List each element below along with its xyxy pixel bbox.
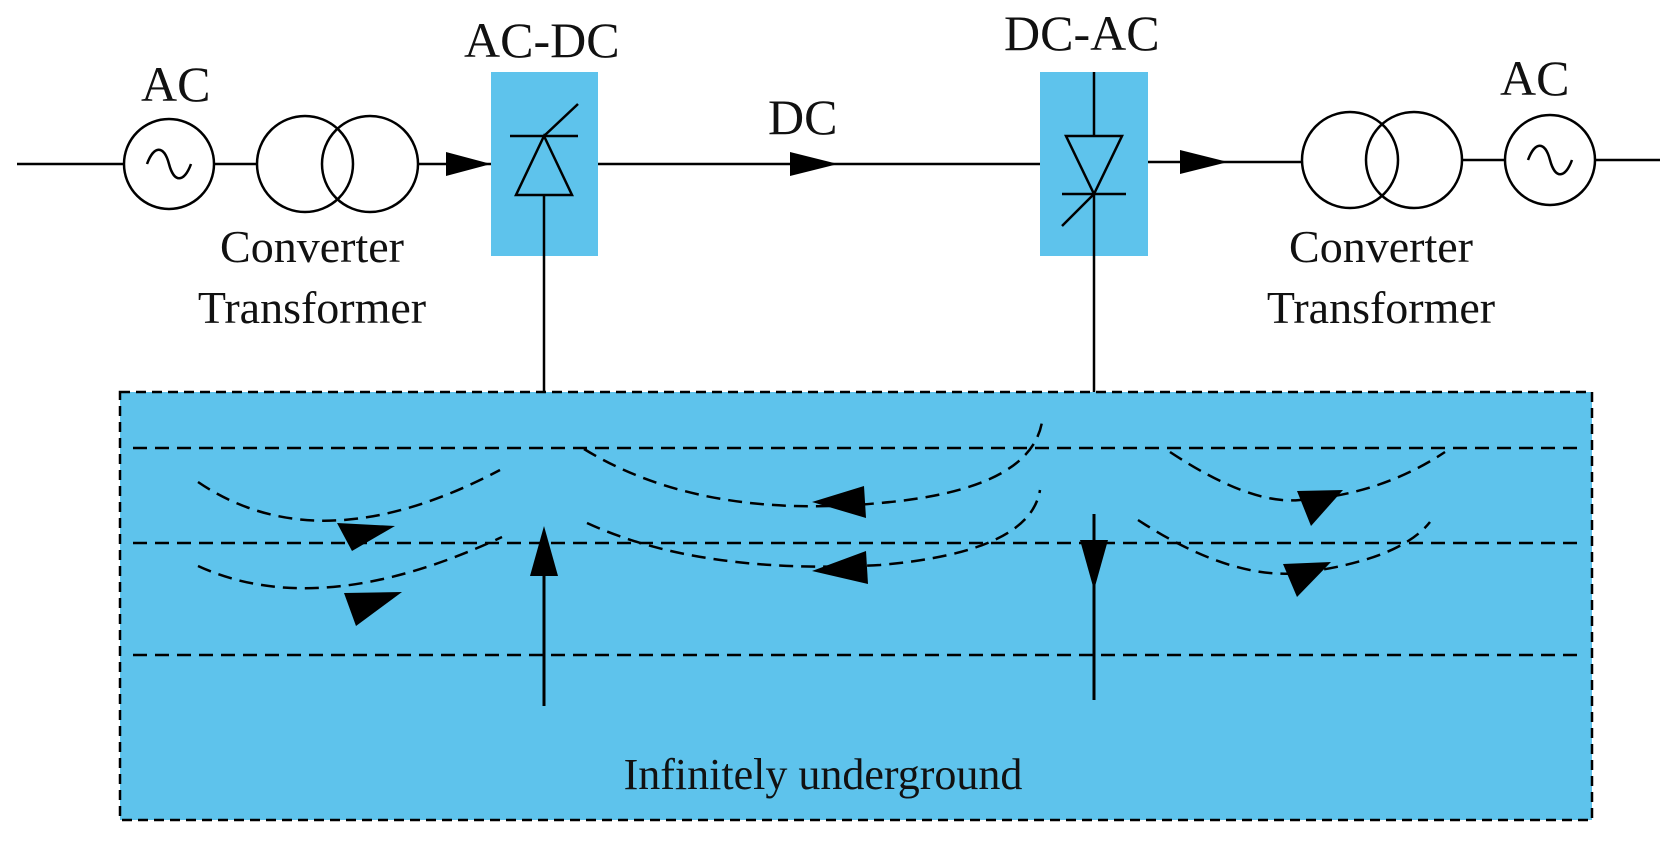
transformer-left-label-line2: Transformer (198, 282, 426, 333)
transformer-right-label-line2: Transformer (1267, 282, 1495, 333)
transformer-right-label-line1: Converter (1289, 221, 1473, 272)
current-path-left-upper (197, 468, 501, 522)
flow-arrow-dc-link (790, 152, 838, 176)
current-arrow-left-upper (337, 523, 395, 551)
two-winding-transformer-icon (255, 114, 420, 214)
current-arrow-mid-lower (812, 551, 868, 584)
current-arrow-right-lower (1283, 562, 1331, 597)
rectifier-label: AC-DC (464, 12, 620, 68)
thyristor-up-icon (510, 103, 579, 392)
current-arrow-left-lower (344, 592, 402, 626)
ground-current-paths (197, 421, 1446, 590)
ac-left-label: AC (141, 56, 210, 112)
current-path-right-upper (1169, 450, 1446, 502)
current-path-left-lower (197, 535, 503, 590)
ac-right-label: AC (1500, 50, 1569, 106)
dc-link-label: DC (768, 89, 837, 145)
ground-label: Infinitely underground (624, 750, 1023, 799)
thyristor-down-icon (1061, 72, 1126, 392)
current-arrow-mid-upper (812, 486, 866, 518)
ground-injection-up (530, 526, 558, 706)
flow-arrow-into-rectifier (446, 152, 491, 176)
ground-current-arrowheads (337, 486, 1343, 626)
ac-source-sine-icon (122, 117, 216, 211)
flow-arrow-out-of-inverter (1180, 150, 1228, 174)
ac-source-sine-icon (1503, 113, 1597, 207)
transformer-left-label-line1: Converter (220, 221, 404, 272)
two-winding-transformer-icon (1300, 110, 1464, 210)
power-line (17, 158, 1660, 166)
inverter-label: DC-AC (1004, 5, 1160, 61)
current-path-mid-lower (586, 489, 1042, 568)
ground-return-down (1080, 514, 1108, 700)
current-path-mid-upper (583, 421, 1044, 508)
current-arrow-right-upper (1297, 490, 1343, 526)
